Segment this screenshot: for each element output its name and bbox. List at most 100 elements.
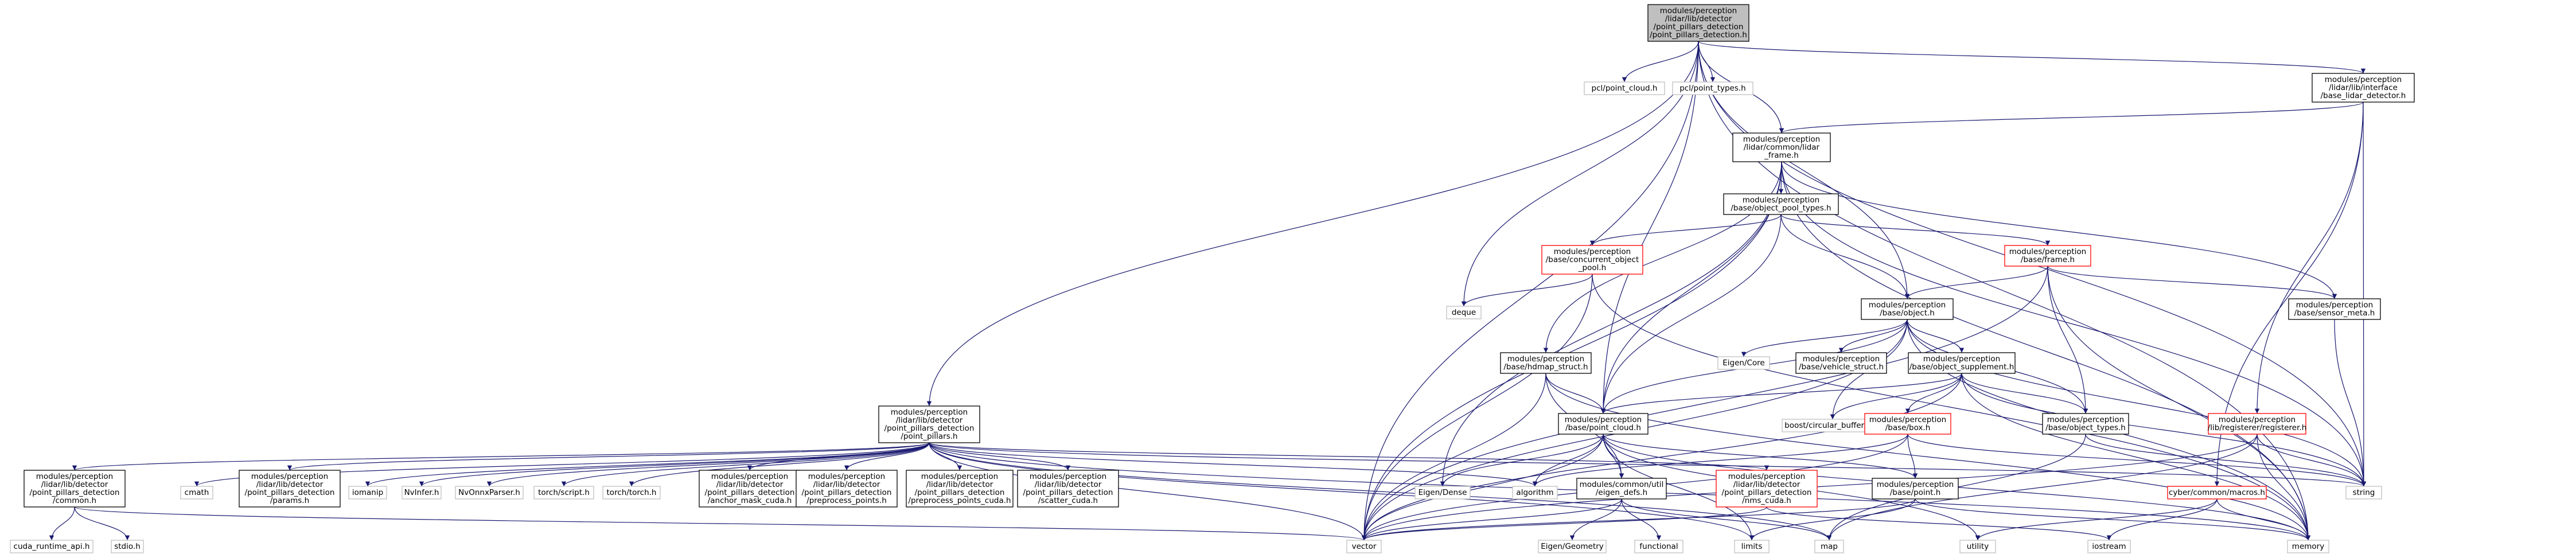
edge-point-pillars-to-map — [929, 442, 1832, 541]
node-utility[interactable]: utility — [1959, 540, 1996, 553]
node-label-line: modules/perception — [36, 472, 113, 481]
node-box — [1795, 352, 1887, 374]
node-label-line: /base/point.h — [1890, 488, 1941, 497]
edge-nms-cuda-to-iostream — [1766, 506, 2112, 541]
node-point[interactable]: modules/perception/base/point.h — [1872, 478, 1959, 500]
node-box[interactable]: modules/perception/base/box.h — [1864, 413, 1951, 435]
edge-frame-to-sensor-meta — [2047, 266, 2337, 299]
node-functional[interactable]: functional — [1634, 540, 1683, 553]
edge-point-pillars-to-scatter-cuda — [929, 442, 1071, 471]
edge-object-supplement-to-point-cloud — [1600, 373, 1962, 414]
edge-point-pillars-to-algorithm — [929, 442, 1537, 487]
node-box — [1814, 540, 1844, 553]
node-lidar-frame[interactable]: modules/perception/lidar/common/lidar_fr… — [1732, 132, 1831, 162]
node-memory[interactable]: memory — [2287, 540, 2329, 553]
node-scatter-cuda[interactable]: modules/perception/lidar/lib/detector/po… — [1017, 470, 1119, 508]
node-pcl-point-cloud[interactable]: pcl/point_cloud.h — [1584, 81, 1665, 95]
node-box — [2167, 486, 2267, 500]
node-base-lidar-detector[interactable]: modules/perception/lidar/lib/interface/b… — [2312, 73, 2415, 103]
node-box — [1634, 540, 1683, 553]
node-box — [2004, 245, 2091, 267]
node-torch-torch[interactable]: torch/torch.h — [602, 486, 661, 500]
node-anchor-mask-cuda[interactable]: modules/perception/lidar/lib/detector/po… — [699, 470, 801, 508]
node-deque[interactable]: deque — [1446, 306, 1482, 319]
node-params[interactable]: modules/perception/lidar/lib/detector/po… — [239, 470, 341, 508]
node-eigen-core[interactable]: Eigen/Core — [1717, 356, 1770, 370]
edge-object-pool-types-to-frame — [1780, 214, 2051, 246]
edge-point-pillars-to-preprocess-points — [844, 442, 930, 471]
edge-point-cloud-to-point — [1603, 434, 1918, 479]
edge-common-to-stdio — [74, 506, 130, 541]
node-point-cloud[interactable]: modules/perception/base/point_cloud.h — [1558, 413, 1649, 435]
node-iostream[interactable]: iostream — [2087, 540, 2131, 553]
node-iomanip[interactable]: iomanip — [348, 486, 387, 500]
node-sensor-meta[interactable]: modules/perception/base/sensor_meta.h — [2288, 298, 2381, 320]
node-pcl-point-types[interactable]: pcl/point_types.h — [1672, 81, 1753, 95]
node-concurrent-object-pool[interactable]: modules/perception/base/concurrent_objec… — [1541, 245, 1643, 275]
node-macros[interactable]: cyber/common/macros.h — [2167, 486, 2267, 500]
node-nvonnxparser[interactable]: NvOnnxParser.h — [455, 486, 524, 500]
node-stdio[interactable]: stdio.h — [111, 540, 144, 553]
node-object-pool-types[interactable]: modules/perception/base/object_pool_type… — [1723, 193, 1839, 215]
node-box — [1558, 413, 1649, 435]
edge-root-to-vector — [1361, 41, 1699, 541]
node-object[interactable]: modules/perception/base/object.h — [1861, 298, 1954, 320]
node-eigen-dense[interactable]: Eigen/Dense — [1414, 486, 1471, 500]
node-nms-cuda[interactable]: modules/perception/lidar/lib/detector/po… — [1716, 470, 1818, 508]
node-label-line: modules/perception — [808, 472, 885, 481]
node-string[interactable]: string — [2345, 486, 2382, 500]
node-nvinfer[interactable]: NvInfer.h — [402, 486, 442, 500]
node-label-line: modules/perception — [1554, 247, 1631, 256]
node-point-pillars[interactable]: modules/perception/lidar/lib/detector/po… — [878, 405, 980, 443]
node-box — [2312, 73, 2415, 103]
node-cuda-runtime-api[interactable]: cuda_runtime_api.h — [10, 540, 93, 553]
edge-root-to-point-pillars — [926, 41, 1699, 407]
edge-box-to-point — [1907, 434, 1918, 479]
node-label-line: /base/vehicle_struct.h — [1799, 362, 1884, 372]
node-preprocess-points-cuda[interactable]: modules/perception/lidar/lib/detector/po… — [906, 470, 1014, 508]
node-boost-cb[interactable]: boost/circular_buffer.hpp — [1782, 419, 1884, 432]
node-label-line: utility — [1967, 542, 1989, 551]
node-eigen-geometry[interactable]: Eigen/Geometry — [1538, 540, 1607, 553]
node-map[interactable]: map — [1814, 540, 1844, 553]
node-registerer[interactable]: modules/perception/lib/registerer/regist… — [2208, 413, 2307, 435]
node-cmath[interactable]: cmath — [180, 486, 213, 500]
node-label-line: torch/torch.h — [607, 488, 657, 497]
node-frame[interactable]: modules/perception/base/frame.h — [2004, 245, 2091, 267]
node-label-line: modules/perception — [1743, 196, 1819, 205]
node-torch-script[interactable]: torch/script.h — [533, 486, 594, 500]
edge-point-pillars-to-string — [929, 442, 2366, 487]
edge-concurrent-object-pool-to-deque — [1461, 274, 1593, 307]
node-object-types[interactable]: modules/perception/base/object_types.h — [2042, 413, 2129, 435]
node-label-line: modules/perception — [1728, 472, 1805, 481]
node-algorithm[interactable]: algorithm — [1512, 486, 1558, 500]
node-label-line: /point_pillars_detection — [915, 488, 1005, 497]
node-label-line: /point_pillars_detection.h — [1650, 30, 1747, 40]
node-box — [1717, 356, 1770, 370]
node-vector[interactable]: vector — [1346, 540, 1382, 553]
node-box — [1959, 540, 1996, 553]
node-box — [2345, 486, 2382, 500]
node-vehicle-struct[interactable]: modules/perception/base/vehicle_struct.h — [1795, 352, 1887, 374]
edge-point-pillars-to-params — [287, 442, 930, 471]
node-label-line: /lidar/lib/interface — [2329, 83, 2398, 92]
node-box — [455, 486, 524, 500]
node-label-line: modules/perception — [2219, 415, 2296, 424]
node-limits[interactable]: limits — [1734, 540, 1770, 553]
node-box — [1672, 81, 1753, 95]
node-label-line: /preprocess_points_cuda.h — [908, 496, 1011, 505]
node-eigen-defs[interactable]: modules/common/util/eigen_defs.h — [1576, 478, 1667, 500]
node-label-line: _frame.h — [1764, 151, 1799, 160]
node-label-line: modules/perception — [2325, 75, 2402, 84]
node-label-line: /lidar/lib/detector — [1035, 480, 1102, 489]
node-hdmap-struct[interactable]: modules/perception/base/hdmap_struct.h — [1500, 352, 1592, 374]
edge-nms-cuda-to-vector — [1362, 506, 1767, 541]
node-common[interactable]: modules/perception/lidar/lib/detector/po… — [24, 470, 126, 508]
edge-point-pillars-to-iomanip — [365, 442, 930, 487]
node-root[interactable]: modules/perception/lidar/lib/detector/po… — [1647, 4, 1749, 42]
edge-object-supplement-to-vector — [1361, 373, 1962, 541]
node-preprocess-points[interactable]: modules/perception/lidar/lib/detector/po… — [796, 470, 898, 508]
node-label-line: modules/perception — [1869, 301, 1946, 310]
node-object-supplement[interactable]: modules/perception/base/object_supplemen… — [1908, 352, 2016, 374]
edge-point-to-memory — [1915, 498, 2311, 541]
